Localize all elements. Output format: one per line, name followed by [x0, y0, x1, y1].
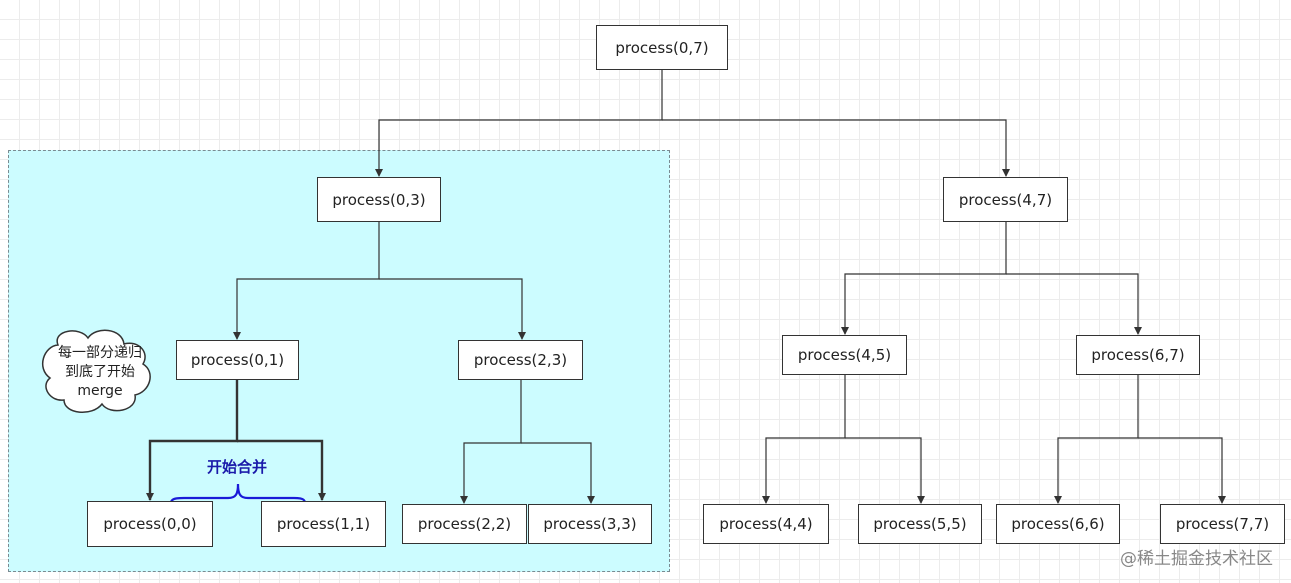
cloud-note: 每一部分递归到底了开始merge	[58, 345, 142, 399]
edge-n01	[146, 380, 326, 501]
node-process-0-1: process(0,1)	[176, 340, 299, 380]
edge-right	[841, 222, 1142, 335]
edge-n45	[762, 375, 925, 504]
node-process-4-4: process(4,4)	[703, 504, 829, 544]
node-process-1-1: process(1,1)	[261, 501, 386, 547]
node-process-0-7: process(0,7)	[596, 25, 728, 70]
node-process-4-5: process(4,5)	[782, 335, 907, 375]
edge-root	[375, 70, 1010, 177]
node-process-6-7: process(6,7)	[1076, 335, 1200, 375]
node-process-3-3: process(3,3)	[528, 504, 652, 544]
node-process-2-2: process(2,2)	[402, 504, 527, 544]
merge-brace	[168, 483, 308, 511]
node-process-0-3: process(0,3)	[317, 177, 441, 222]
watermark: @稀土掘金技术社区	[1120, 549, 1273, 569]
node-process-0-0: process(0,0)	[87, 501, 213, 547]
edge-n23	[460, 380, 595, 504]
merge-label: 开始合并	[206, 458, 267, 476]
node-process-5-5: process(5,5)	[858, 504, 982, 544]
edge-n67	[1054, 375, 1226, 504]
node-process-6-6: process(6,6)	[996, 504, 1120, 544]
node-process-2-3: process(2,3)	[458, 340, 583, 380]
node-process-4-7: process(4,7)	[943, 177, 1068, 222]
edge-left	[233, 222, 526, 340]
cloud-shape	[41, 329, 151, 413]
node-process-7-7: process(7,7)	[1160, 504, 1285, 544]
